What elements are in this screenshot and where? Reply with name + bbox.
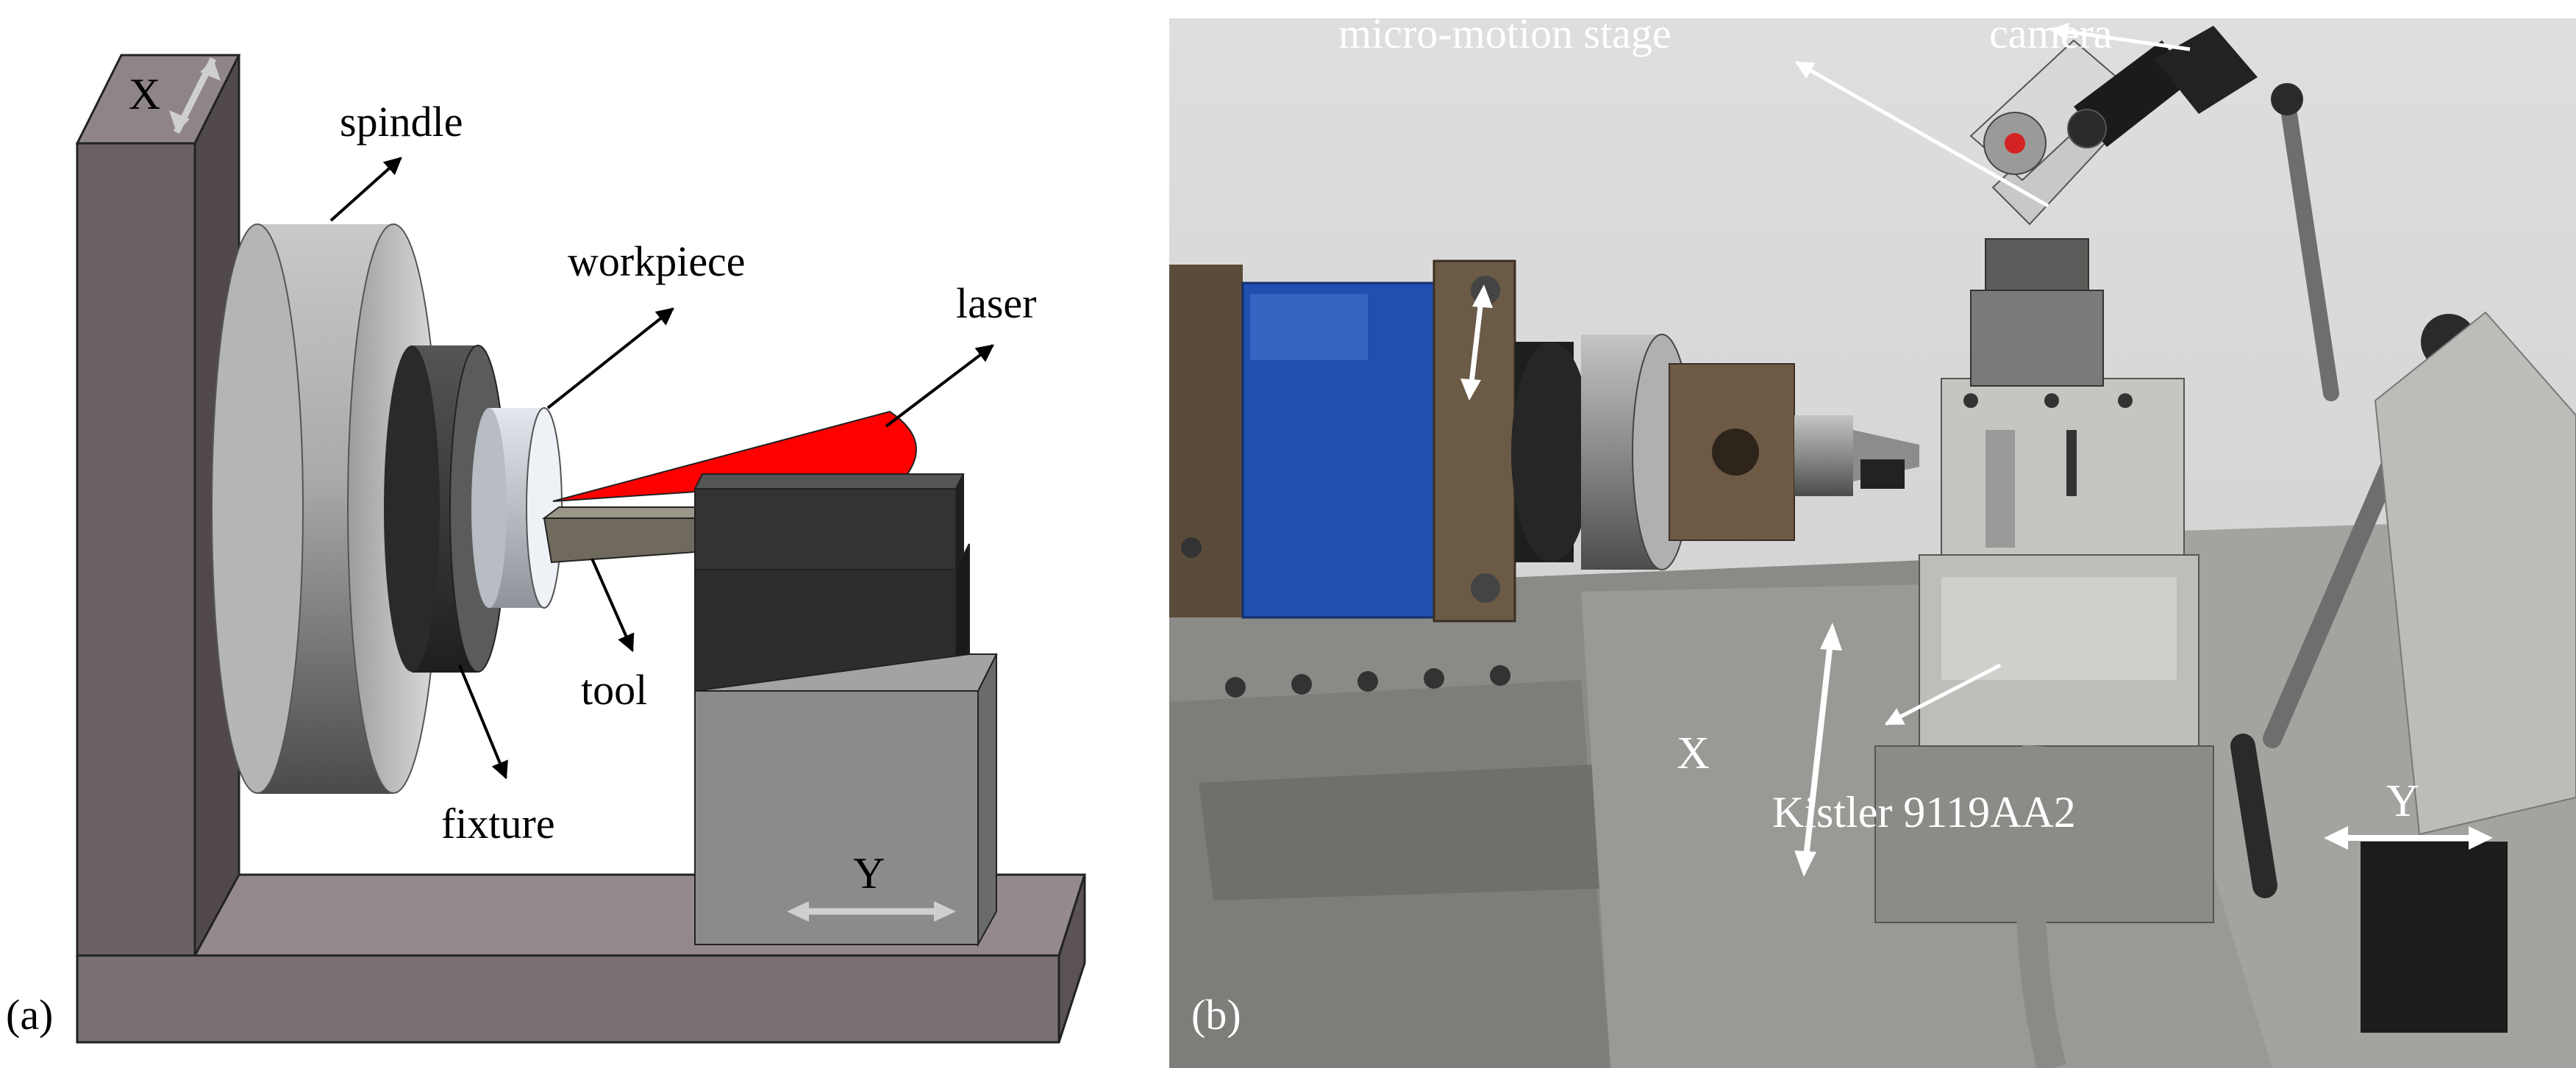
panel-a-schematic: X Y (6, 54, 1087, 1044)
cutting-tool (542, 506, 719, 564)
tool-leader (591, 558, 635, 653)
y-axis-label-a: Y (853, 849, 885, 897)
workpiece-label: workpiece (568, 237, 746, 285)
stage-leader (1794, 60, 2049, 208)
panel-a-tag: (a) (6, 991, 53, 1039)
workpiece (471, 407, 563, 609)
tool-holder (693, 473, 970, 693)
black-pad (2361, 842, 2508, 1033)
tool-label: tool (581, 666, 647, 714)
coolant-hose (2016, 745, 2066, 1068)
fixture-label: fixture (441, 800, 555, 847)
laser-label: laser (956, 279, 1037, 327)
spindle-housing (1169, 259, 1516, 623)
y-slide-block (694, 653, 998, 947)
panel-b-photo: micro-motion stage camera Kistler 9119AA… (1169, 18, 2576, 1068)
y-axis-group-b (2324, 826, 2493, 850)
laser-leader (885, 344, 994, 428)
x-axis-text-b: X (1677, 728, 1710, 778)
panel-b-tag: (b) (1191, 991, 1241, 1039)
machine-bed (1169, 518, 2576, 1068)
camera-label: camera (1989, 18, 2112, 57)
x-axis-arrow-b (1460, 284, 1493, 401)
y-axis-arrow-a (787, 901, 956, 922)
dynamometer-leader (1884, 663, 2002, 726)
spindle-label: spindle (340, 98, 463, 146)
chuck-assembly (1511, 334, 1919, 570)
dynamometer-label: Kistler 9119AA2 (1772, 788, 2076, 836)
workpiece-leader (546, 307, 674, 409)
bolt-row (1225, 665, 1510, 698)
right-guard-panel (2374, 311, 2576, 836)
x-axis-group-b (1794, 623, 1842, 877)
camera-leader (2049, 22, 2191, 51)
micro-stage-label: micro-motion stage (1338, 18, 1671, 57)
y-axis-label-b: Y (2386, 776, 2419, 826)
dynamometer-block (1860, 378, 2214, 923)
x-axis-label-a: X (129, 70, 160, 118)
fixture-leader (458, 664, 508, 780)
spindle-leader (329, 157, 402, 222)
